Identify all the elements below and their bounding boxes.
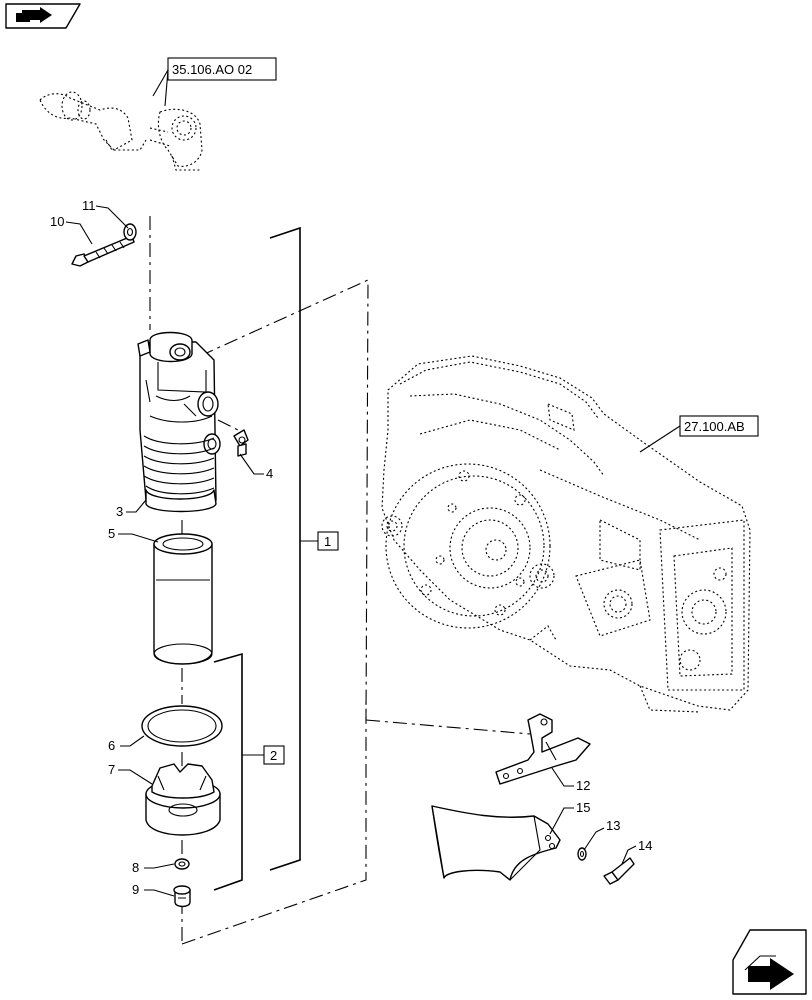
cover-cup-part-7[interactable] (145, 763, 221, 836)
reference-27-100-label: 27.100.AB (684, 419, 745, 434)
kit-label-2[interactable]: 2 (263, 745, 285, 765)
valve-part-9[interactable] (173, 885, 191, 908)
callout-15: 15 (576, 800, 590, 815)
reference-27-100[interactable]: 27.100.AB (679, 415, 759, 437)
callout-10: 10 (50, 214, 64, 229)
leader-lines (65, 205, 637, 897)
callout-13: 13 (606, 818, 620, 833)
kit-bracket-2 (213, 652, 243, 891)
filter-element-part-5[interactable] (153, 533, 213, 665)
bolt-part-10[interactable] (71, 235, 135, 267)
intake-pipe-assembly (39, 91, 203, 171)
reference-27-100-leader (639, 425, 681, 453)
callout-7: 7 (108, 762, 115, 777)
washer-part-11[interactable] (123, 223, 137, 241)
o-ring-part-6[interactable] (141, 705, 223, 747)
previous-page-arrow-icon[interactable] (5, 3, 81, 29)
washer-part-13[interactable] (577, 847, 587, 861)
kit-label-1[interactable]: 1 (317, 531, 339, 551)
callout-14: 14 (638, 838, 652, 853)
callout-5: 5 (108, 526, 115, 541)
callout-3: 3 (116, 504, 123, 519)
reference-35-106[interactable]: 35.106.AO 02 (167, 57, 277, 81)
filter-housing-part-3[interactable] (137, 331, 221, 513)
centerline-to-housing (199, 279, 369, 721)
svg-text:1: 1 (324, 534, 331, 549)
callout-9: 9 (132, 882, 139, 897)
centerline-housing-bottom (365, 719, 531, 735)
centerline-wingnut (217, 419, 247, 435)
reference-35-106-label: 35.106.AO 02 (172, 62, 252, 77)
guard-plate-part-15[interactable] (431, 805, 561, 881)
next-page-arrow-icon[interactable] (732, 929, 807, 995)
kit-bracket-1 (269, 226, 301, 871)
transmission-housing (381, 355, 751, 713)
svg-text:2: 2 (270, 748, 277, 763)
seal-part-8[interactable] (174, 858, 190, 870)
bracket-part-12[interactable] (495, 713, 591, 785)
callout-8: 8 (132, 860, 139, 875)
reference-35-106-leader (152, 69, 169, 107)
bolt-part-14[interactable] (603, 857, 635, 885)
callout-11: 11 (82, 198, 96, 213)
centerline-base (181, 700, 367, 945)
callout-12: 12 (576, 778, 590, 793)
callout-6: 6 (108, 738, 115, 753)
callout-4: 4 (266, 466, 273, 481)
wing-nut-part-4[interactable] (233, 429, 249, 457)
